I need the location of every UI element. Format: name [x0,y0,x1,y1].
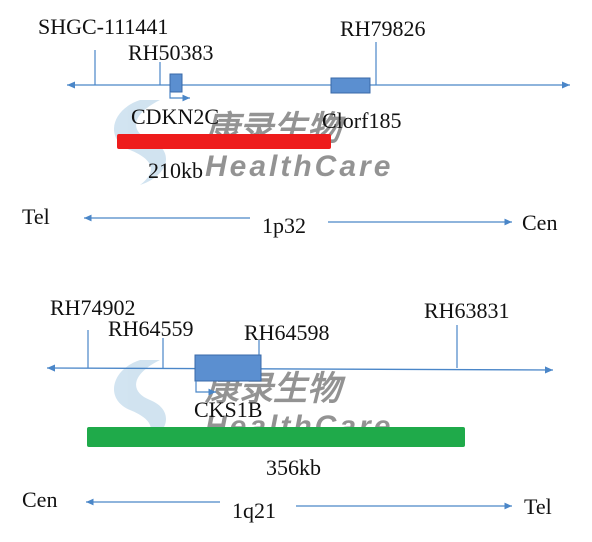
gene-label-cdkn2c: CDKN2C [131,104,219,129]
gene-box-cks1b [194,354,262,382]
watermark-english-top: HealthCare [205,150,393,183]
top-region-size-label: 210kb [148,158,203,183]
cdkn2c-direction-arrow [169,92,190,102]
cks1b-direction-arrow [195,381,216,396]
probe-region-bar-red [117,134,331,149]
top-marker-label-3: RH79826 [340,16,426,41]
watermark-top: 康录生物 HealthCare [113,100,393,185]
bottom-band-label: 1q21 [232,498,276,523]
gene-box-cdkn2c [169,73,183,93]
top-left-end-label: Tel [22,204,50,229]
gene-label-clorf185: Clorf185 [322,108,401,133]
probe-region-bar-green [87,427,465,447]
top-marker-label-1: SHGC-111441 [38,14,168,39]
bottom-chromosome-axis [46,364,554,374]
bottom-marker-label-2: RH64559 [108,316,194,341]
top-panel: SHGC-111441 RH50383 RH79826 CDKN2C Clorf… [22,14,570,238]
top-band-label: 1p32 [262,213,306,238]
gene-label-cks1b: CKS1B [194,397,262,422]
gene-box-clorf185 [330,77,371,94]
bottom-left-end-label: Cen [22,487,57,512]
top-right-end-label: Cen [522,210,557,235]
bottom-marker-label-4: RH63831 [424,298,510,323]
bottom-region-size-label: 356kb [266,455,321,480]
bottom-right-end-label: Tel [524,494,552,519]
bottom-panel: RH74902 RH64559 RH64598 RH63831 CKS1B 35… [22,295,554,523]
top-marker-label-2: RH50383 [128,40,214,65]
bottom-marker-label-3: RH64598 [244,320,330,345]
bottom-marker-label-1: RH74902 [50,295,136,320]
